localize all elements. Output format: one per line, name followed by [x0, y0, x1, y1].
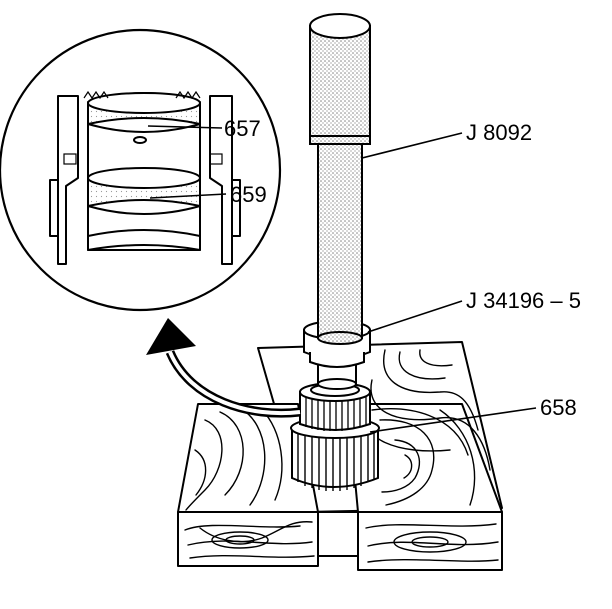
handle-lower-shaft — [317, 139, 363, 339]
detail-view — [0, 28, 282, 312]
label-tool-adapter: J 34196 – 5 — [466, 288, 581, 313]
leader-part-bearing-upper — [147, 125, 223, 129]
label-part-bearing-upper: 657 — [224, 116, 261, 141]
label-part-bearing-lower: 659 — [230, 182, 267, 207]
leader-part-bearing-lower — [149, 193, 227, 199]
wood-block-left-front — [177, 511, 319, 567]
label-tool-shaft: J 8092 — [466, 120, 532, 145]
output-gear — [290, 382, 380, 491]
driver-handle-tool — [309, 13, 371, 345]
wood-grain — [184, 349, 499, 563]
leader-tool-adapter — [367, 300, 463, 333]
leader-lines — [147, 125, 537, 433]
leader-tool-shaft — [361, 132, 463, 159]
gear-lower-teeth — [297, 431, 375, 491]
curved-arrow-icon — [146, 318, 301, 418]
handle-upper-grip — [309, 25, 371, 137]
block-gap — [317, 511, 359, 557]
label-part-gear: 658 — [540, 395, 577, 420]
leader-part-gear — [369, 407, 537, 433]
